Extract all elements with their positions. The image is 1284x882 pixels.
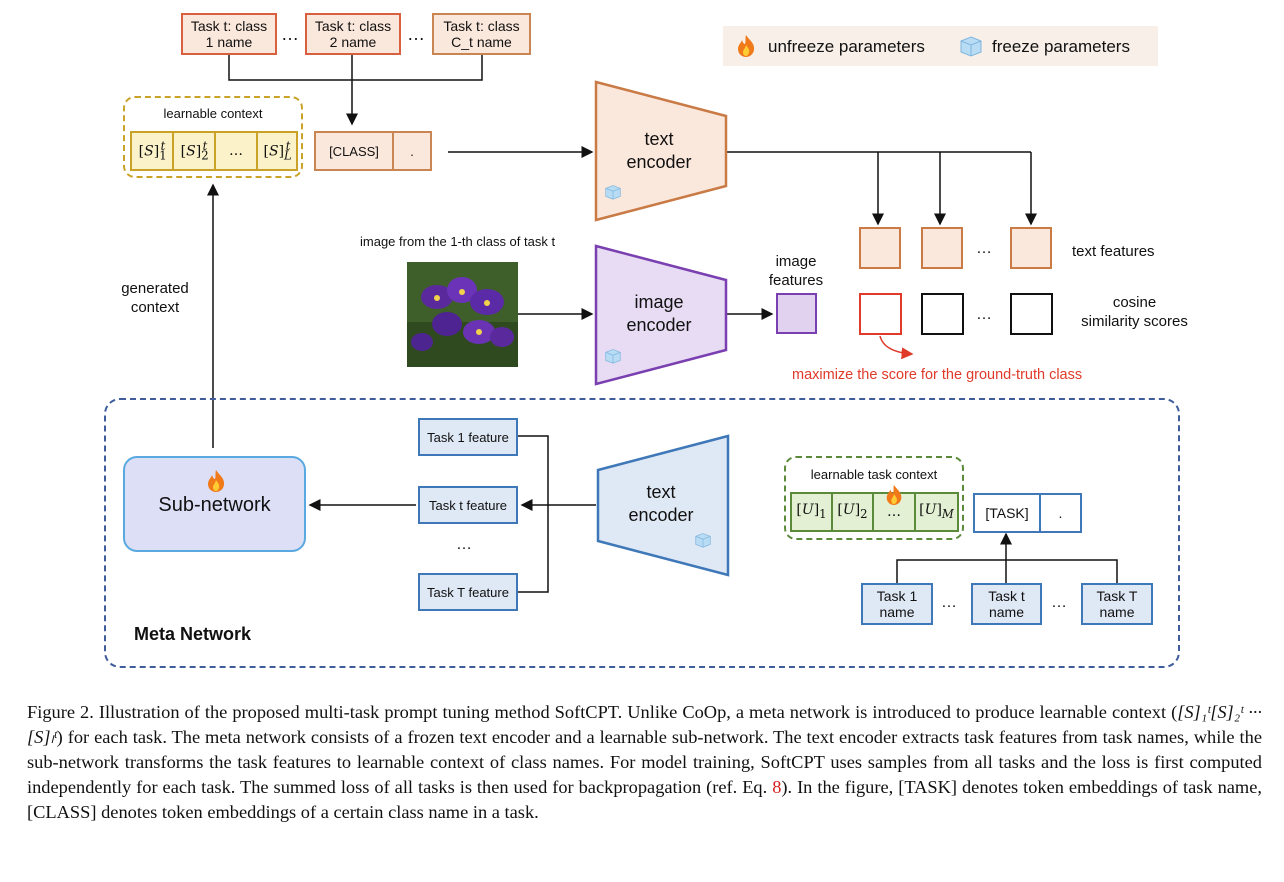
class-1-line2: 1 name [205,34,253,50]
task-feature-ellipsis: … [456,536,472,553]
image-feature-box [776,293,817,334]
text-feature-box-2 [921,227,963,269]
task-context-cell-u1: [U]1 [790,492,833,532]
context-cell-s2: [S]2t [172,131,216,171]
task-t-name-box: Task t name [971,583,1042,625]
class-ct-name-box: Task t: class C_t name [432,13,531,55]
text-encoder-top [594,80,728,222]
caption-equation-ref[interactable]: 8 [772,777,782,797]
meta-network-title: Meta Network [134,624,252,644]
image-encoder [594,244,728,386]
task-T-feature-box: Task T feature [418,573,518,611]
text-feature-ellipsis: … [976,240,992,257]
cosine-ellipsis: … [976,306,992,323]
class-1-name-box: Task t: class 1 name [181,13,277,55]
class-token-dot: . [392,131,432,171]
context-cell-sl: [S]Lt [256,131,298,171]
ice-cube-icon [695,533,711,548]
image-caption-label: image from the 1-th class of task t [360,234,556,249]
caption-part1: Figure 2. Illustration of the proposed m… [27,702,1178,722]
flower-image [407,262,518,367]
context-cell-s1: [S]1t [130,131,174,171]
task-context-cell-um: [U]M [914,492,959,532]
unfreeze-label: unfreeze parameters [768,37,925,56]
text-feature-box-ct [1010,227,1052,269]
class-token-box: [CLASS] [314,131,394,171]
ice-cube-icon [605,185,621,200]
class-2-line1: Task t: class [314,18,392,34]
fire-icon [738,35,755,57]
cosine-score-box-2 [921,293,964,335]
class-ct-line1: Task t: class [443,18,520,34]
meta-network-group [104,398,1180,668]
text-encoder-top-label: text encoder [626,129,692,172]
generated-context-label: generated context [121,280,189,316]
task-token-dot: . [1039,493,1082,533]
figure-caption: Figure 2. Illustration of the proposed m… [27,700,1262,825]
image-features-label: image features [768,253,824,289]
class-ellipsis-2: … [407,24,425,44]
task-T-name-box: Task T name [1081,583,1153,625]
learnable-task-context-group [784,456,964,540]
text-features-label: text features [1072,243,1155,260]
text-encoder-meta-label: text encoder [628,482,694,525]
task-token-box: [TASK] [973,493,1041,533]
task-name-ellipsis-1: … [941,594,957,611]
sub-network-box [123,456,306,552]
maximize-score-label: maximize the score for the ground-truth … [792,367,1083,383]
class-2-name-box: Task t: class 2 name [305,13,401,55]
learnable-context-group [123,96,303,178]
learnable-task-context-title: learnable task context [810,467,938,482]
sub-network-label: Sub-network [158,494,271,516]
cosine-score-box-gt [859,293,902,335]
text-feature-box-1 [859,227,901,269]
class-ellipsis-1: … [281,24,299,44]
freeze-label: freeze parameters [992,37,1130,56]
caption-formula: [S]₁ᵗ[S]₂ᵗ ··· [S]ₗᵗ [27,702,1262,747]
cosine-score-box-ct [1010,293,1053,335]
class-1-line1: Task t: class [190,18,268,34]
image-encoder-label: image encoder [626,292,692,335]
ice-cube-icon [605,349,621,364]
caption-part3: ). In the figure, [TASK] denotes token e… [27,777,1262,822]
fire-icon [886,485,902,505]
cosine-label: cosine similarity scores [1081,294,1188,330]
legend: unfreeze parameters freeze parameters [723,26,1158,66]
task-1-feature-box: Task 1 feature [418,418,518,456]
class-ct-line2: C_t name [451,34,512,50]
class-2-line2: 2 name [329,34,377,50]
task-t-feature-box: Task t feature [418,486,518,524]
task-name-ellipsis-2: … [1051,594,1067,611]
learnable-context-title: learnable context [163,106,263,121]
fire-icon [208,470,225,492]
ice-cube-icon [960,36,982,57]
context-cell-ellipsis: … [214,131,258,171]
task-context-cell-u2: [U]2 [831,492,874,532]
task-1-name-box: Task 1 name [861,583,933,625]
caption-part2: ) for each task. The meta network consis… [27,727,1262,797]
